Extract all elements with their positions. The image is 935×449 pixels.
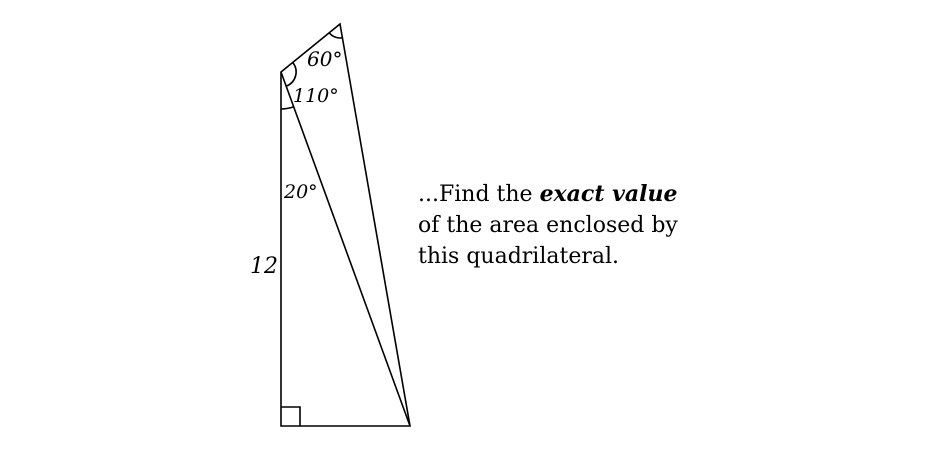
problem-line-1: ...Find the exact value: [418, 179, 738, 210]
problem-line-1-prefix: ...Find the: [418, 182, 540, 207]
right-angle-marker: [281, 406, 301, 426]
angle-arc-20: [280, 106, 294, 110]
angle-label-20: 20°: [283, 181, 318, 203]
side-length-label: 12: [250, 254, 278, 279]
angle-arc-110: [285, 61, 297, 87]
problem-line-2: of the area enclosed by: [418, 213, 678, 238]
problem-line-3: this quadrilateral.: [418, 244, 620, 269]
diagonal-line: [280, 71, 411, 427]
angle-arc-60: [328, 31, 343, 39]
angle-label-60: 60°: [307, 47, 342, 71]
problem-emphasis: exact value: [539, 181, 678, 207]
angle-label-110: 110°: [293, 85, 339, 107]
problem-statement: ...Find the exact value of the area encl…: [418, 179, 738, 272]
